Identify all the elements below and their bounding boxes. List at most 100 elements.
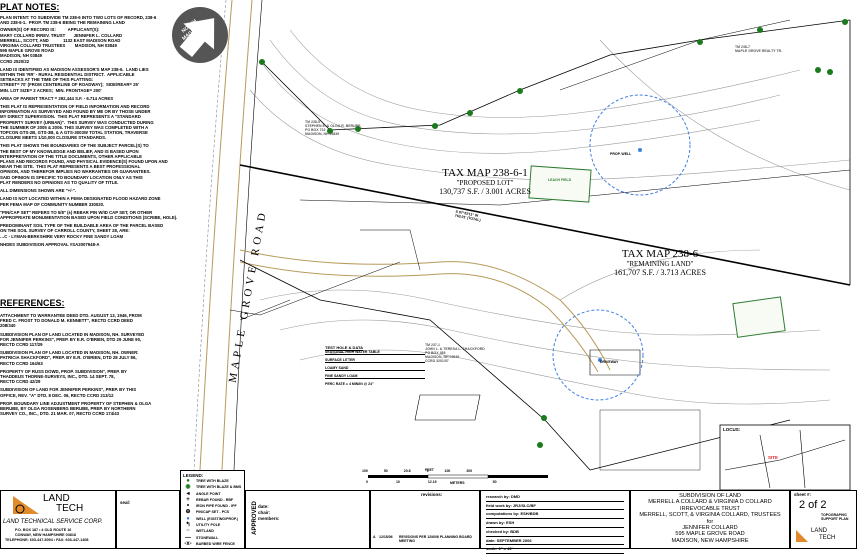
sheet-block: sheet #: 2 of 2 TOPOGRAPHIC SUPPORT PLAN…	[790, 490, 857, 549]
note: ALL DIMENSIONS SHOWN ARE "+/-".	[0, 188, 77, 194]
company-name: LAND TECHNICAL SERVICE CORP.	[3, 519, 103, 525]
legend-item: ∘ IRON PIPE FOUND - IPF	[183, 503, 242, 509]
legend-label: UTILITY POLE	[196, 523, 221, 528]
septic-area	[528, 165, 592, 203]
note: LAND IS NOT LOCATED WITHIN A FEMA DESIGN…	[0, 196, 161, 207]
lot-label-proposed: TAX MAP 238-6-1"PROPOSED LOT"130,737 S.F…	[439, 167, 531, 196]
well-icon	[638, 148, 642, 152]
iron-pipe-found-icon: ∘	[186, 503, 190, 510]
well-radius-proposed	[589, 94, 691, 196]
tree-blaze-icon: ●	[186, 478, 190, 484]
scale-feet-label: FEET	[425, 468, 434, 472]
test-pit-data: TEST HOLE & DATA SEASONAL HIGH WATER TAB…	[325, 345, 425, 386]
notes-heading: PLAT NOTES:	[0, 2, 60, 12]
credit-line: scale: 1" = 40'	[486, 545, 624, 554]
locus-title: LOCUS:	[723, 427, 741, 432]
legend-item: -x- BARBED WIRE FENCE	[183, 541, 242, 547]
legend-item: ⊕ PIN/CAP SET - PCS	[183, 509, 242, 515]
abutter-label: TM 238-5 STEPHEN E. & OLGA R. BERUBE, PO…	[305, 120, 362, 136]
note: NHDES SUBDIVISION APPROVAL #SA2007948-A	[0, 241, 100, 247]
seal-box: seal:	[116, 490, 180, 549]
septic-area	[732, 296, 786, 338]
legend-item: ↰ UTILITY POLE	[183, 522, 242, 528]
note: AREA OF PARENT TRACT = 292,444 S.F. - 6.…	[0, 95, 114, 101]
land-tech-logo	[13, 496, 39, 514]
property-lines	[229, 19, 851, 471]
legend-label: TREE WITH BLAZE & BMS	[196, 485, 242, 490]
leach-field-label: LEACH FIELD	[548, 178, 572, 182]
pin-cap-set-icon: ⊕	[185, 509, 191, 516]
angle-point-icon: ◂	[186, 490, 190, 497]
company-block: LAND TECH LAND TECHNICAL SERVICE CORP. P…	[0, 490, 116, 549]
legend-item: ● WELL (EXISTING/PROP.)	[183, 516, 242, 522]
tree-blaze-bms-icon: ◉	[185, 484, 191, 491]
note: "PIN/CAP SET" REFERS TO 5/8" (±) REBAR P…	[0, 209, 178, 220]
contour-lines	[249, 29, 851, 405]
barbed-wire-fence-icon: -x-	[184, 540, 192, 547]
plat-notes: PLAT NOTES: PLAN INTENT: TO SUBDIVIDE TM…	[0, 2, 177, 247]
revisions-block: revisions: A 12/18/06 REVISIONS PER 12/6…	[370, 490, 480, 549]
reference: SUBDIVISION PLAN OF LAND LOCATED IN MADI…	[0, 350, 139, 366]
legend-item: ≈ WETLAND	[183, 528, 242, 534]
north-arrow	[172, 7, 228, 63]
credit-line: date: SEPTEMBER 2006	[486, 537, 624, 546]
note: THIS PLAT SHOWS THE BOUNDARIES OF THE SU…	[0, 143, 168, 185]
well-radius-existing	[552, 309, 644, 401]
abutter-label: TM 237-1 JOHN L. & TERESA L. SHACKFORD P…	[425, 343, 485, 363]
locus-site: SITE	[768, 455, 779, 460]
well-icon	[598, 358, 602, 362]
well-icon: ●	[186, 515, 190, 522]
stonewall-icon: —	[185, 534, 191, 541]
reference: SUBDIVISION PLAN OF LAND LOCATED IN MADI…	[0, 331, 145, 348]
credit-line: research by: DMD	[486, 493, 624, 502]
tree-markers	[259, 19, 848, 448]
note: PREDOMINANT SOIL TYPE OF THE BUILDABLE A…	[0, 223, 164, 239]
legend-label: BARBED WIRE FENCE	[196, 541, 235, 546]
legend-item: + REBAR FOUND - RBF	[183, 497, 242, 503]
legend-label: WETLAND	[196, 529, 214, 534]
legend-label: WELL (EXISTING/PROP.)	[196, 516, 238, 521]
sheet-number: 2 of 2	[799, 499, 827, 511]
legend: LEGEND: ●TREE WITH BLAZE◉TREE WITH BLAZE…	[180, 470, 245, 549]
bar-scale	[368, 474, 548, 479]
reference: SUBDIVISION OF LAND FOR JENNIFER PERKINS…	[0, 387, 137, 398]
references-heading: REFERENCES:	[0, 298, 65, 308]
note: LAND IS IDENTIFIED AS MADISON ASSESSOR'S…	[0, 66, 149, 93]
references: REFERENCES: ATTACHMENT TO WARRANTEE DEED…	[0, 298, 151, 416]
legend-item: ◂ ANGLE POINT	[183, 491, 242, 497]
legend-label: STONEWALL	[196, 535, 219, 540]
legend-item: ◉ TREE WITH BLAZE & BMS	[183, 484, 242, 490]
credit-line: computations by: ESH/BDB	[486, 510, 624, 520]
approval-block: APPROVED date: chair: members:	[245, 490, 370, 549]
note: OWNER(S) OF RECORD IS: APPLICANT(S): MAR…	[0, 27, 123, 64]
well-label: PROP. WELL	[610, 152, 632, 156]
utility-pole-icon: ↰	[185, 522, 191, 529]
wetland-icon: ≈	[186, 528, 190, 535]
reference: ATTACHMENT TO WARRANTEE DEED DTD. AUGUST…	[0, 313, 142, 329]
maple-grove-road	[193, 0, 263, 471]
legend-item: — STONEWALL	[183, 535, 242, 541]
legend-label: IRON PIPE FOUND - IPF	[196, 504, 237, 509]
legend-item: ● TREE WITH BLAZE	[183, 478, 242, 484]
lot-label-remaining: TAX MAP 238-6"REMAINING LAND"161,707 S.F…	[614, 248, 706, 277]
legend-label: TREE WITH BLAZE	[196, 479, 229, 483]
note: PLAN INTENT: TO SUBDIVIDE TM 238-6 INTO …	[0, 15, 157, 26]
driveway	[239, 249, 611, 371]
legend-label: ANGLE POINT	[196, 491, 221, 496]
legend-label: PIN/CAP SET - PCS	[196, 510, 230, 515]
credit-line: checked by: BDB	[486, 528, 624, 537]
credit-line: drawn by: ESH	[486, 519, 624, 528]
credit-line: field work by: JRJ/SLC/BF	[486, 502, 624, 511]
note: THIS PLAT IS REPRESENTATION OF FIELD INF…	[0, 104, 154, 141]
reference: PROPERTY OF RUSS DOWD, PROP. SUBDIVISION…	[0, 368, 127, 385]
scale-meters-label: METERS	[450, 481, 465, 485]
rebar-found-icon: +	[186, 496, 190, 503]
locus-map	[719, 424, 851, 491]
legend-label: REBAR FOUND - RBF	[196, 497, 234, 502]
reference: PROP. BOUNDARY LINE ADJUSTMENT PROPERTY …	[0, 400, 152, 417]
